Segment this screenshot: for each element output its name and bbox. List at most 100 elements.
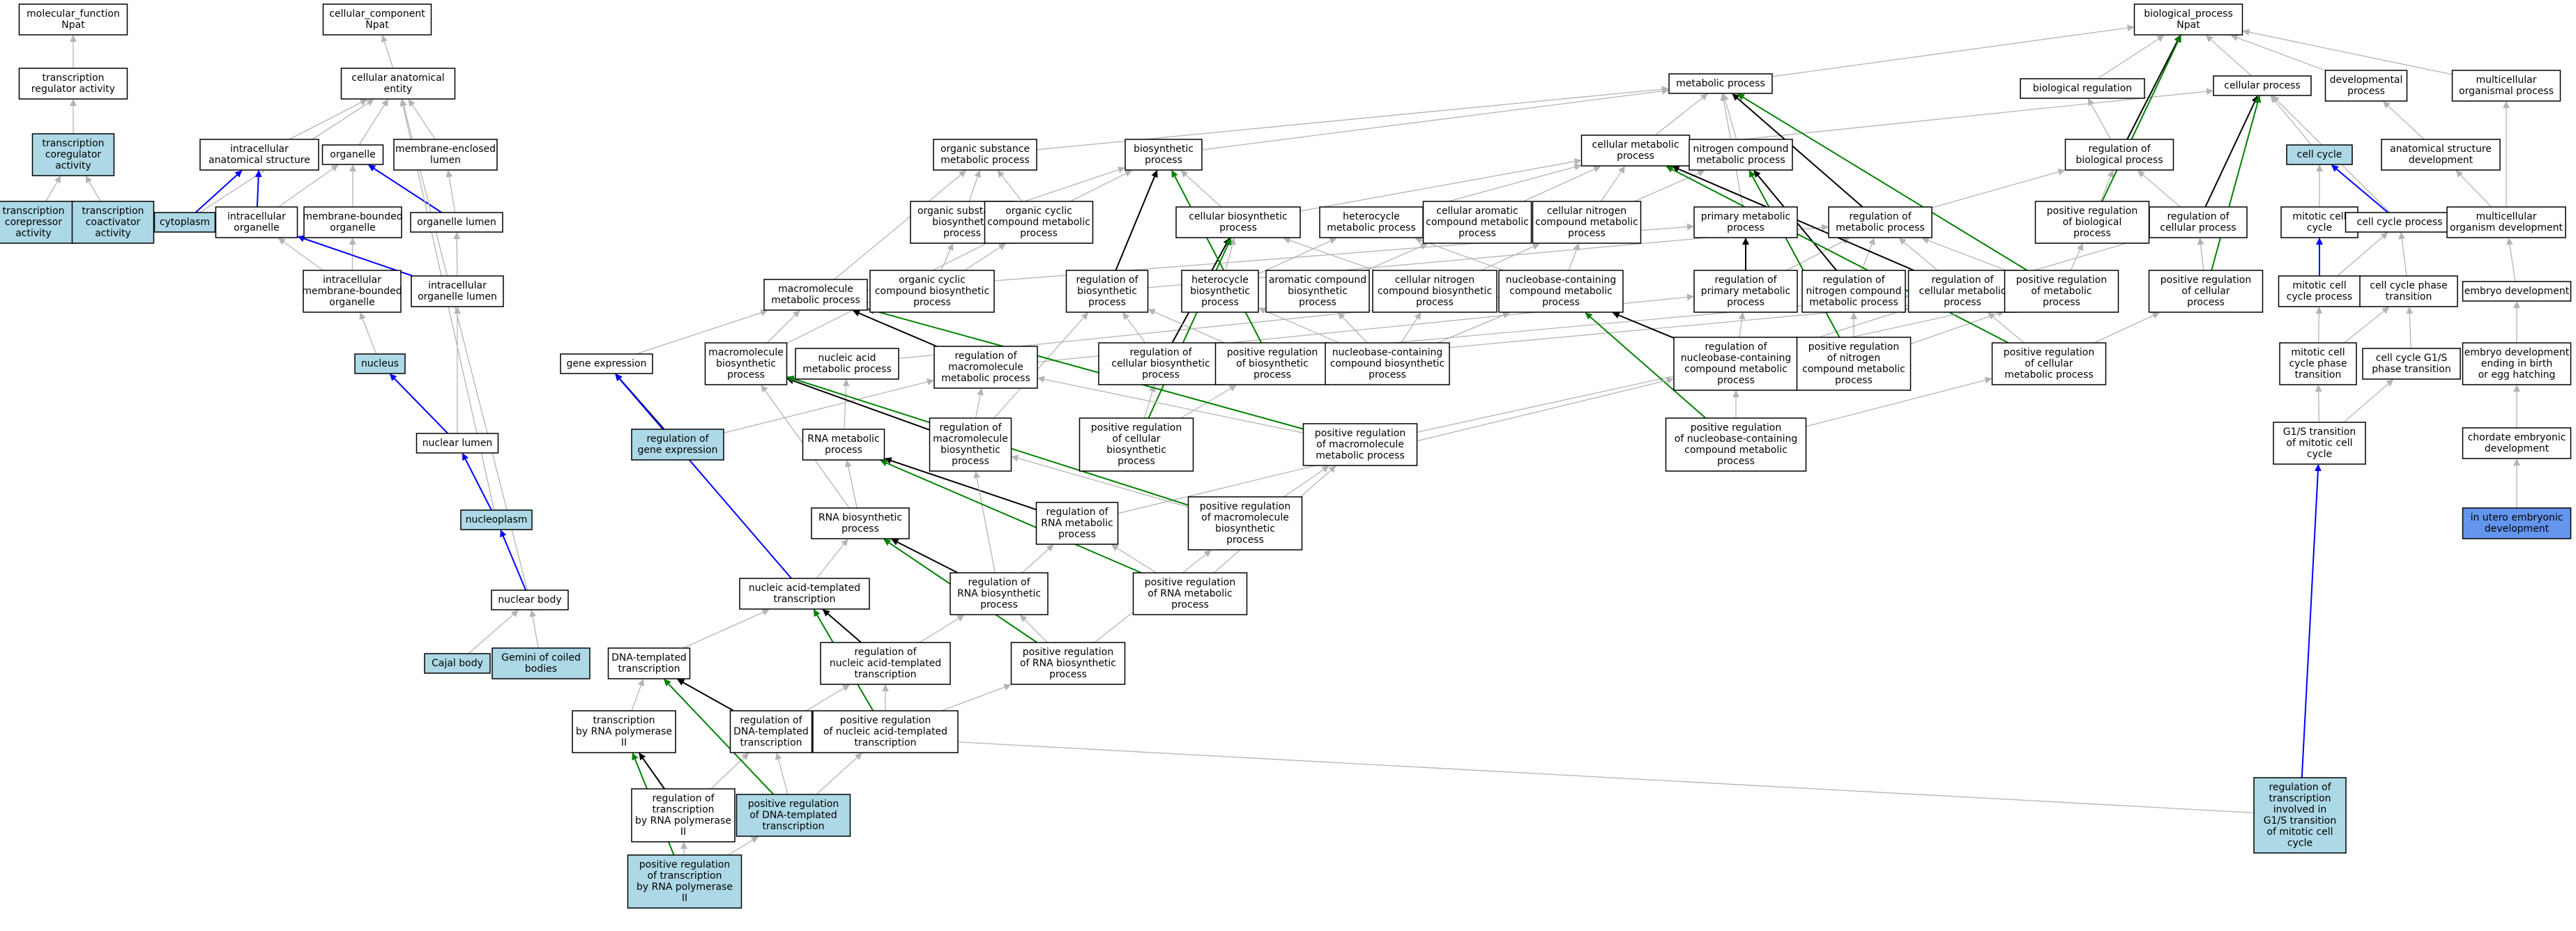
term-node-rnbcmp[interactable]: regulation ofnucleobase-containingcompou…	[1673, 337, 1799, 391]
term-node-bioreg[interactable]: biological regulation	[2020, 78, 2145, 99]
term-node-cellcycle[interactable]: cell cycle	[2286, 144, 2353, 165]
term-node-cajal[interactable]: Cajal body	[424, 653, 491, 674]
term-node-ccp[interactable]: cell cycle process	[2345, 212, 2455, 233]
term-node-nucleoplasm[interactable]: nucleoplasm	[460, 509, 533, 530]
term-node-ol[interactable]: organelle lumen	[410, 212, 503, 233]
term-node-embdev[interactable]: embryo development	[2462, 281, 2572, 302]
term-node-metab[interactable]: metabolic process	[1668, 73, 1773, 94]
term-node-cytoplasm[interactable]: cytoplasm	[153, 212, 216, 233]
term-node-nucleus[interactable]: nucleus	[354, 353, 406, 374]
term-node-gexp[interactable]: gene expression	[560, 353, 653, 374]
term-node-cellproc[interactable]: cellular process	[2213, 75, 2312, 96]
term-node-nbody[interactable]: nuclear body	[491, 590, 569, 610]
term-node-organelle[interactable]: organelle	[321, 144, 384, 165]
term-node-rmbp[interactable]: regulation ofmacromoleculebiosyntheticpr…	[929, 417, 1012, 472]
term-node-nlumen[interactable]: nuclear lumen	[416, 433, 499, 454]
